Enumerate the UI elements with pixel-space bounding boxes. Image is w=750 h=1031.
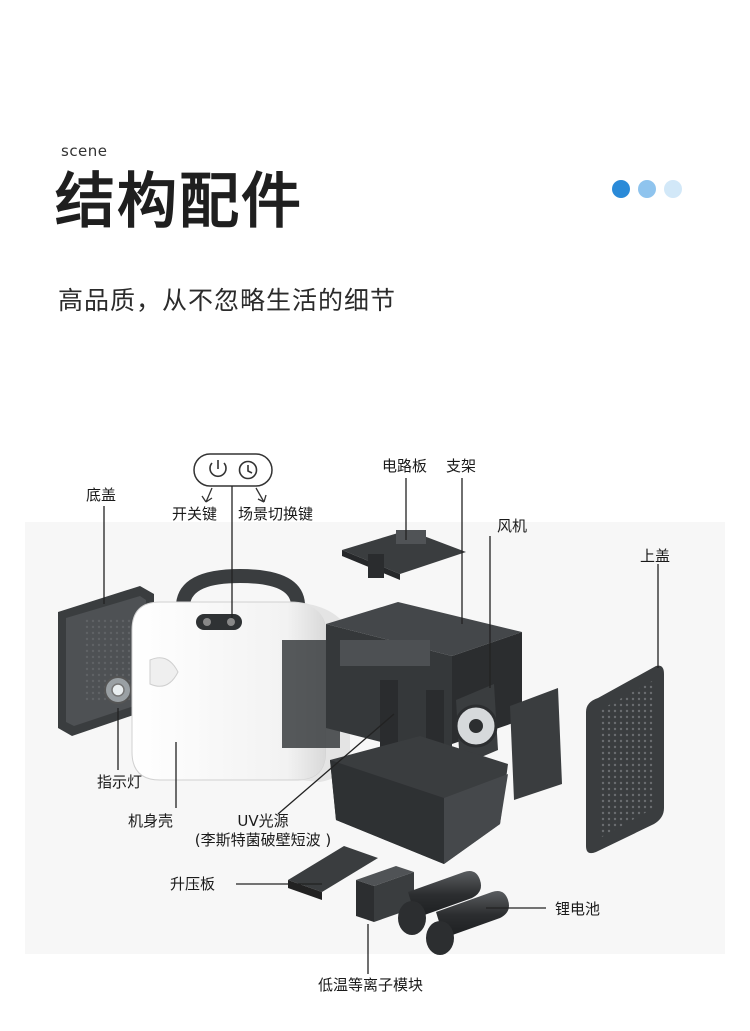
battery-part xyxy=(398,871,509,955)
page-title: 结构配件 xyxy=(55,167,303,237)
circuit-board-part xyxy=(342,530,466,580)
pager-dot-3[interactable] xyxy=(664,180,682,198)
label-fan: 风机 xyxy=(497,517,528,535)
label-indicator: 指示灯 xyxy=(97,773,143,791)
label-battery: 锂电池 xyxy=(555,900,601,918)
base-tray-part xyxy=(330,736,508,864)
label-circuit-board: 电路板 xyxy=(382,457,428,475)
body-shell-part xyxy=(131,568,350,782)
label-bottom-cover: 底盖 xyxy=(86,486,117,504)
label-ion-module: 低温等离子模块 xyxy=(318,976,424,994)
label-top-cover: 上盖 xyxy=(640,547,671,565)
pager-dot-1[interactable] xyxy=(612,180,630,198)
label-bracket: 支架 xyxy=(446,457,477,475)
label-boost-board: 升压板 xyxy=(170,875,216,893)
label-uv-light-note: (李斯特菌破壁短波 ) xyxy=(194,830,332,849)
indicator-light-part xyxy=(104,676,132,704)
clock-icon xyxy=(238,460,258,480)
power-icon xyxy=(209,460,227,478)
side-panel-part xyxy=(510,688,562,800)
fan-part xyxy=(454,684,498,766)
label-uv-light-title: UV光源 xyxy=(237,812,289,830)
top-cover-part xyxy=(586,665,664,854)
boost-board-part xyxy=(288,846,378,900)
button-callout xyxy=(193,453,273,503)
label-power-switch: 开关键 xyxy=(172,505,218,523)
section-eyebrow: scene xyxy=(61,142,108,160)
label-scene-switch: 场景切换键 xyxy=(238,505,314,523)
label-body-shell: 机身壳 xyxy=(128,812,174,830)
pager-dot-2[interactable] xyxy=(638,180,656,198)
label-uv-light: UV光源 (李斯特菌破壁短波 ) xyxy=(188,812,338,850)
page-subtitle: 高品质，从不忽略生活的细节 xyxy=(58,286,397,315)
pager-dots xyxy=(612,180,682,198)
leader-lines xyxy=(103,478,659,974)
